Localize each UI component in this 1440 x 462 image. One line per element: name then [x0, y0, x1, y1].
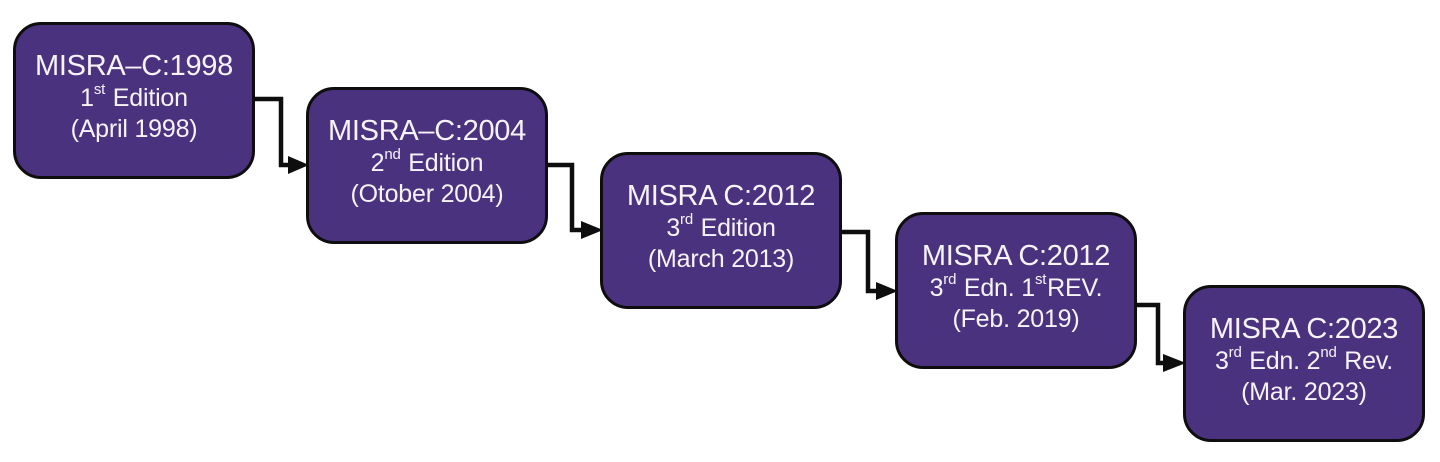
- box-misra-c-1998: MISRA–C:1998 1st Edition (April 1998): [13, 22, 255, 179]
- box-date: (Mar. 2023): [1241, 377, 1367, 406]
- box-date: (Otober 2004): [350, 179, 504, 208]
- box-misra-c-2004: MISRA–C:2004 2nd Edition (Otober 2004): [306, 87, 548, 244]
- box-title: MISRA–C:1998: [35, 49, 233, 82]
- box-title: MISRA C:2023: [1209, 312, 1399, 345]
- arrow-rev1-to-2023-icon: [1135, 302, 1186, 372]
- arrow-2012-to-rev1-icon: [840, 229, 898, 300]
- arrow-1998-to-2004-icon: [253, 96, 309, 174]
- box-edition: 3rd Edn. 1stREV.: [929, 270, 1103, 302]
- box-edition: 1st Edition: [80, 80, 188, 112]
- box-edition: 2nd Edition: [370, 145, 484, 177]
- box-misra-c-2023: MISRA C:2023 3rd Edn. 2nd Rev. (Mar. 202…: [1183, 285, 1425, 442]
- box-title: MISRA C:2012: [626, 179, 816, 212]
- box-date: (March 2013): [647, 244, 795, 273]
- box-misra-c-2012-rev1: MISRA C:2012 3rd Edn. 1stREV. (Feb. 2019…: [895, 212, 1137, 369]
- box-date: (Feb. 2019): [952, 304, 1080, 333]
- box-date: (April 1998): [70, 114, 198, 143]
- box-misra-c-2012: MISRA C:2012 3rd Edition (March 2013): [600, 152, 842, 309]
- box-edition: 3rd Edition: [666, 210, 776, 242]
- box-title: MISRA–C:2004: [328, 114, 526, 147]
- arrow-2004-to-2012-icon: [546, 162, 603, 239]
- box-edition: 3rd Edn. 2nd Rev.: [1214, 343, 1394, 375]
- box-title: MISRA C:2012: [921, 239, 1111, 272]
